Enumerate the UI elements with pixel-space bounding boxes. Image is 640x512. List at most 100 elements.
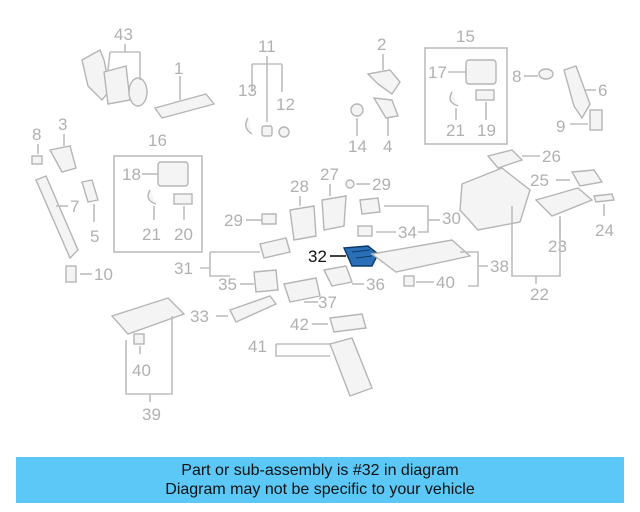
label-16: 16 bbox=[148, 131, 167, 150]
part-7-a-pillar[interactable] bbox=[35, 175, 79, 260]
label-31: 31 bbox=[174, 259, 193, 278]
part-21-clip-b[interactable] bbox=[147, 189, 157, 205]
part-40-clip[interactable] bbox=[403, 275, 415, 287]
label-32: 32 bbox=[308, 247, 327, 266]
part-21-clip[interactable] bbox=[449, 91, 459, 107]
label-7: 7 bbox=[70, 197, 79, 216]
label-12: 12 bbox=[276, 95, 295, 114]
leader-11 bbox=[251, 56, 283, 122]
exploded-parts-diagram: 43 1 11 13 12 2 4 14 15 17 21 19 8 6 9 8… bbox=[31, 25, 615, 424]
label-6: 6 bbox=[598, 81, 607, 100]
part-36-duct[interactable] bbox=[322, 265, 353, 287]
part-6-pillar[interactable] bbox=[563, 65, 591, 120]
label-17: 17 bbox=[428, 63, 447, 82]
label-21b: 21 bbox=[142, 225, 161, 244]
leader-30 bbox=[384, 205, 429, 233]
leader-31 bbox=[200, 251, 260, 277]
part-30-nut[interactable] bbox=[359, 197, 381, 215]
part-1-trim-strip[interactable] bbox=[153, 93, 216, 119]
part-32-highlighted[interactable] bbox=[342, 245, 379, 267]
label-43: 43 bbox=[114, 25, 133, 44]
leader-41 bbox=[275, 343, 334, 357]
part-8-clip-left[interactable] bbox=[31, 155, 43, 165]
label-27: 27 bbox=[320, 165, 339, 184]
label-38: 38 bbox=[490, 257, 509, 276]
part-31-duct[interactable] bbox=[259, 237, 291, 259]
leader-43 bbox=[107, 44, 141, 80]
part-34-clip[interactable] bbox=[357, 225, 373, 237]
part-40-clip-lower[interactable] bbox=[133, 333, 145, 345]
part-9-cap[interactable] bbox=[589, 109, 603, 131]
part-12-screw[interactable] bbox=[278, 126, 290, 138]
part-2-bracket[interactable] bbox=[366, 69, 401, 95]
part-11-fastener[interactable] bbox=[261, 125, 273, 137]
leader-38 bbox=[460, 251, 488, 287]
part-22-cluster-bezel[interactable] bbox=[459, 167, 531, 231]
label-2: 2 bbox=[377, 35, 386, 54]
label-37: 37 bbox=[318, 293, 337, 312]
label-4: 4 bbox=[383, 137, 392, 156]
part-20-plate[interactable] bbox=[173, 193, 193, 205]
label-26: 26 bbox=[542, 147, 561, 166]
label-14: 14 bbox=[348, 137, 367, 156]
part-42-trim[interactable] bbox=[329, 313, 367, 333]
label-29a: 29 bbox=[372, 175, 391, 194]
part-23-trim[interactable] bbox=[534, 187, 594, 217]
label-22: 22 bbox=[530, 285, 549, 304]
part-29-screw-left[interactable] bbox=[261, 213, 277, 225]
part-33-duct[interactable] bbox=[229, 295, 278, 323]
part-43-cap[interactable] bbox=[128, 77, 148, 107]
part-43-housing[interactable] bbox=[103, 65, 131, 105]
label-28: 28 bbox=[290, 177, 309, 196]
label-41: 41 bbox=[248, 337, 267, 356]
label-29b: 29 bbox=[224, 211, 243, 230]
part-38-console[interactable] bbox=[370, 239, 472, 273]
part-17-vent[interactable] bbox=[465, 59, 497, 85]
label-3: 3 bbox=[58, 115, 67, 134]
label-13: 13 bbox=[238, 81, 257, 100]
label-25: 25 bbox=[530, 171, 549, 190]
part-27-bracket[interactable] bbox=[321, 195, 347, 231]
label-9: 9 bbox=[556, 117, 565, 136]
label-19: 19 bbox=[477, 121, 496, 140]
part-14-knob[interactable] bbox=[350, 103, 364, 117]
label-5: 5 bbox=[90, 227, 99, 246]
group-15-box bbox=[424, 47, 508, 145]
label-18: 18 bbox=[122, 165, 141, 184]
label-10: 10 bbox=[94, 265, 113, 284]
part-13-clip[interactable] bbox=[245, 117, 253, 135]
label-42: 42 bbox=[290, 315, 309, 334]
part-41-rear-duct[interactable] bbox=[329, 337, 373, 397]
part-3-trim[interactable] bbox=[48, 145, 77, 173]
part-39-floor-panel[interactable] bbox=[110, 297, 186, 335]
info-banner: Part or sub-assembly is #32 in diagram D… bbox=[16, 457, 624, 503]
part-29-screw-top[interactable] bbox=[345, 179, 355, 189]
leader-22 bbox=[511, 206, 561, 284]
part-28-vent[interactable] bbox=[289, 205, 317, 241]
part-26-cover[interactable] bbox=[486, 149, 524, 169]
label-15: 15 bbox=[456, 27, 475, 46]
part-5-clip[interactable] bbox=[81, 179, 99, 203]
label-8a: 8 bbox=[512, 67, 521, 86]
label-30: 30 bbox=[442, 209, 461, 228]
part-4-bracket[interactable] bbox=[372, 97, 399, 119]
label-8b: 8 bbox=[32, 125, 41, 144]
part-32-detail bbox=[351, 249, 373, 259]
part-19-plate[interactable] bbox=[475, 89, 495, 101]
label-40a: 40 bbox=[436, 273, 455, 292]
leader-39 bbox=[125, 316, 173, 402]
label-21a: 21 bbox=[446, 121, 465, 140]
part-35-duct[interactable] bbox=[253, 269, 279, 293]
part-8-clip[interactable] bbox=[538, 68, 554, 80]
part-10-cap[interactable] bbox=[65, 265, 77, 283]
label-11: 11 bbox=[258, 37, 276, 56]
part-25-panel[interactable] bbox=[570, 169, 604, 187]
label-34: 34 bbox=[398, 223, 417, 242]
label-20: 20 bbox=[174, 225, 193, 244]
part-24-strip[interactable] bbox=[593, 193, 615, 203]
label-23: 23 bbox=[548, 237, 567, 256]
part-18-vent[interactable] bbox=[157, 161, 189, 187]
part-37-duct[interactable] bbox=[283, 277, 321, 303]
banner-line-2: Diagram may not be specific to your vehi… bbox=[165, 481, 475, 498]
